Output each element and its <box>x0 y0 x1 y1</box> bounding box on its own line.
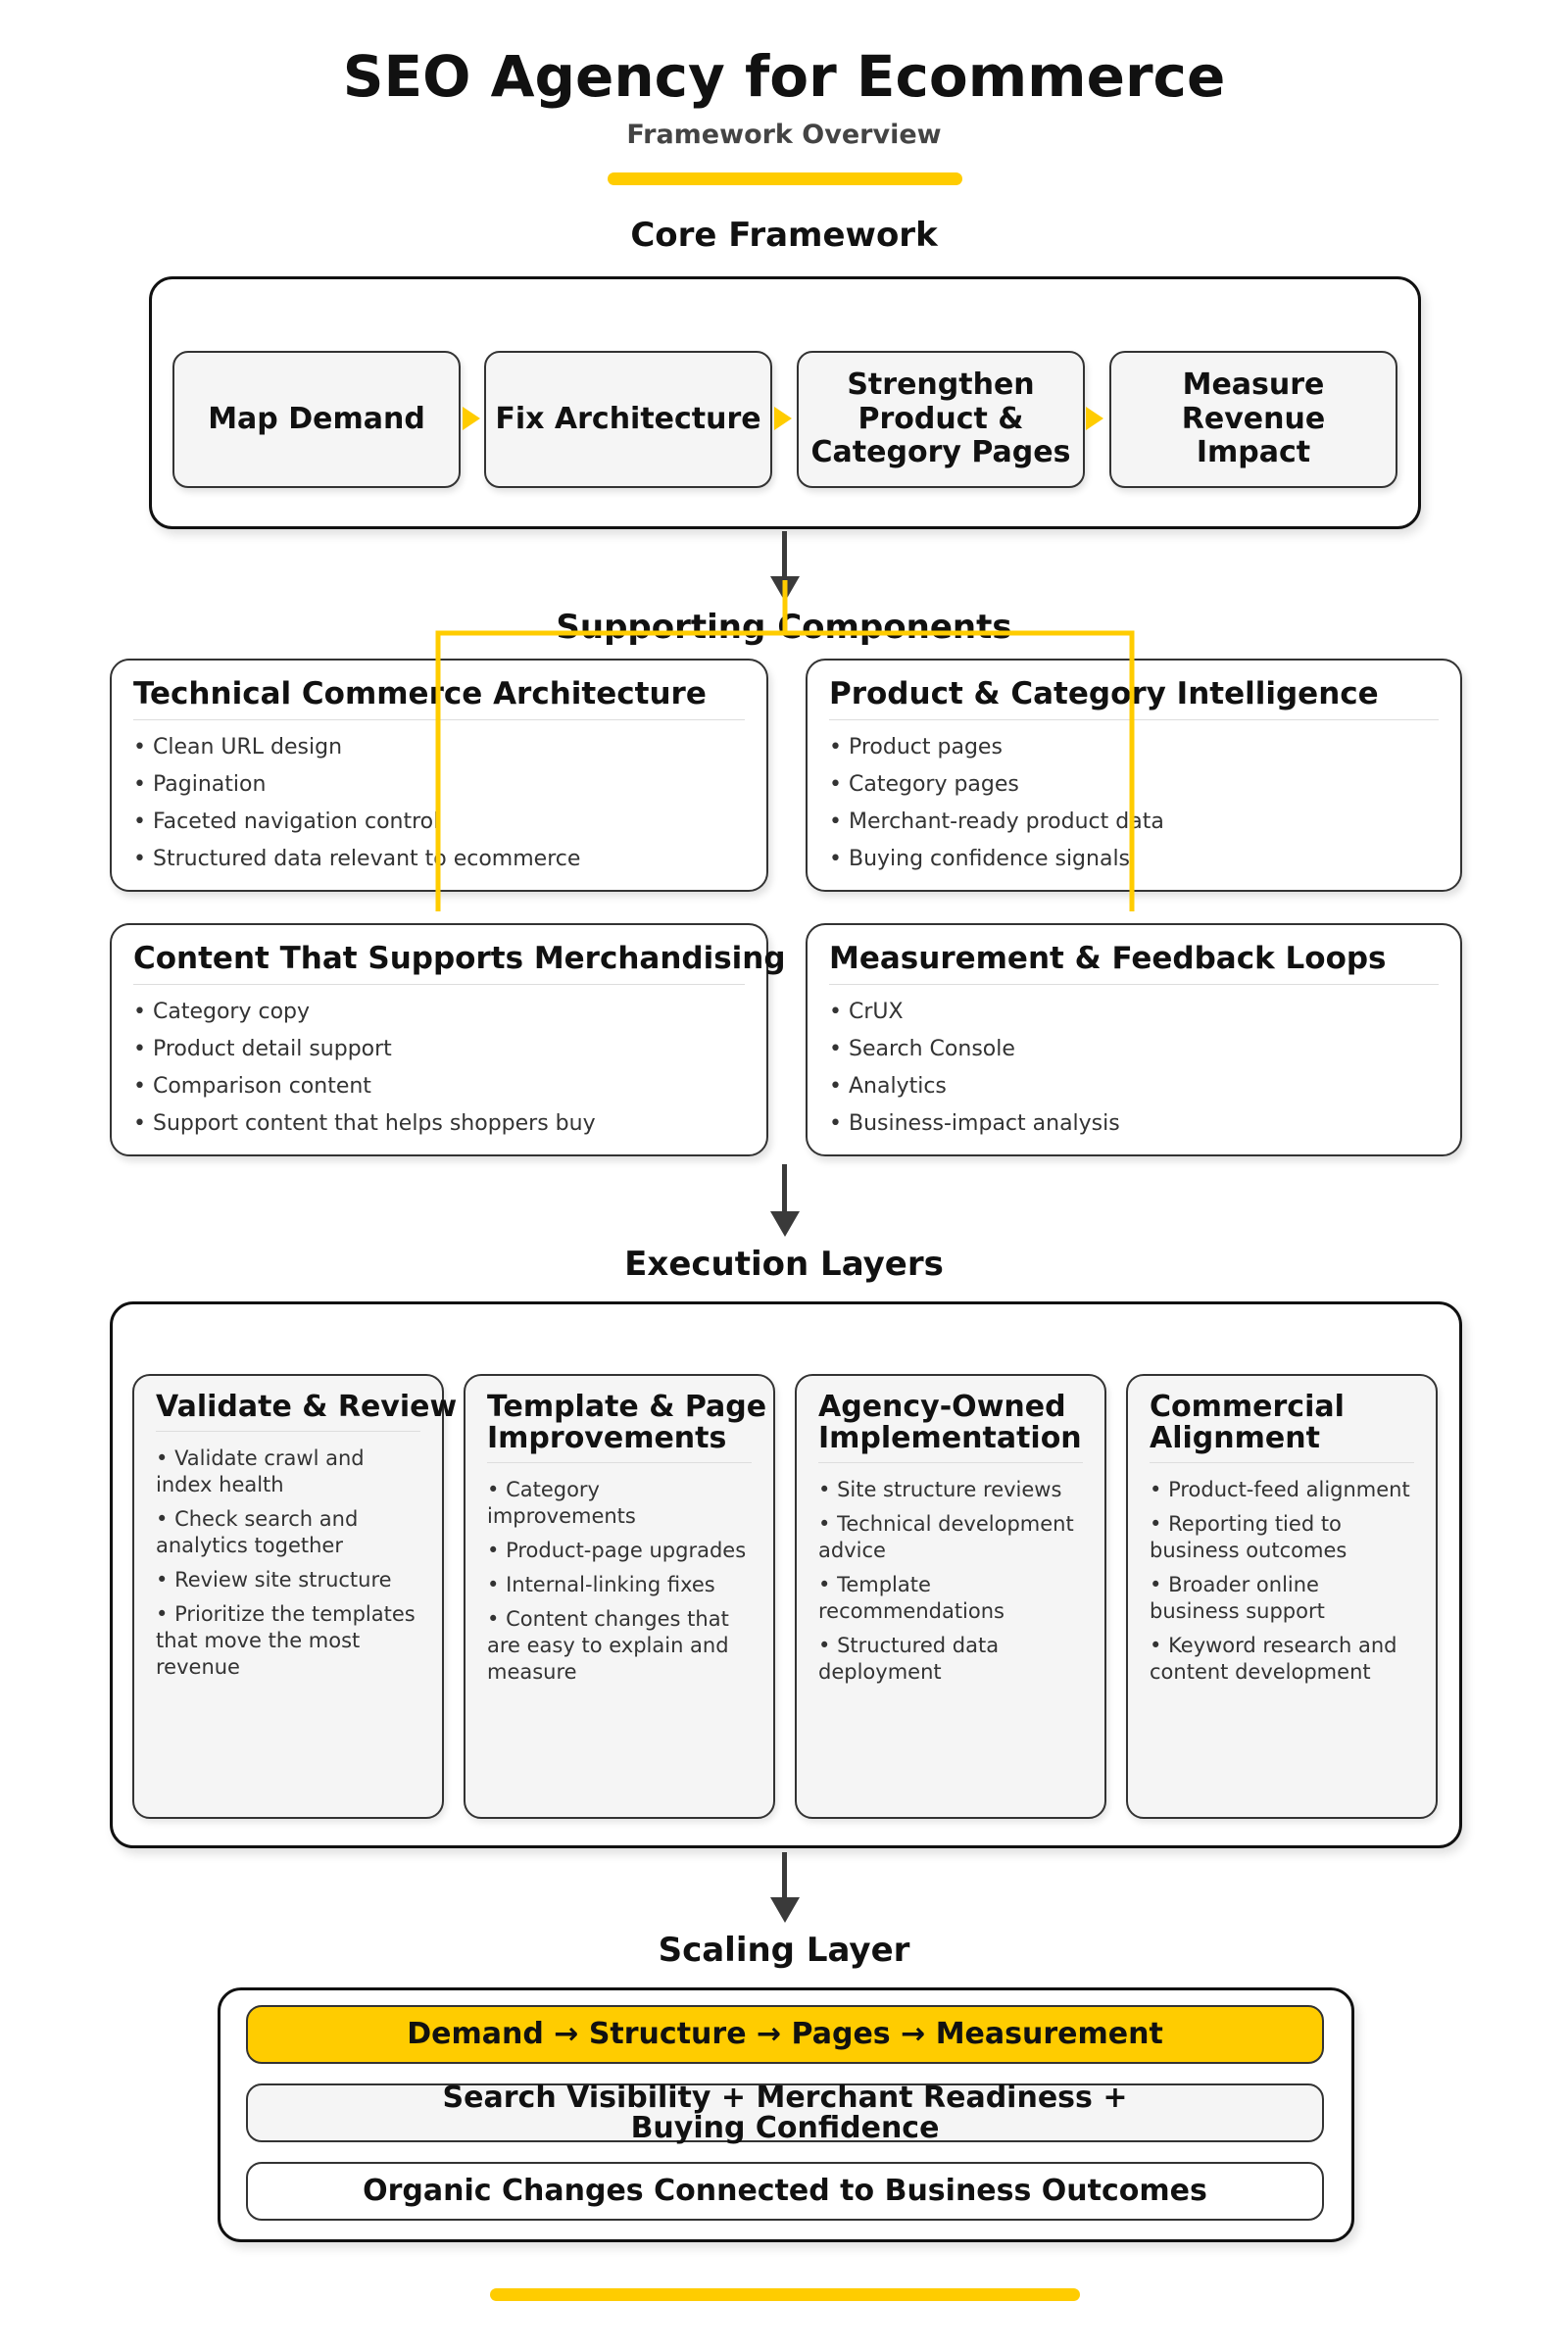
list-item: Product pages <box>829 734 1439 761</box>
list-item: Merchant-ready product data <box>829 808 1439 836</box>
list-item: Category copy <box>133 999 745 1026</box>
list-item: Structured data deployment <box>818 1633 1083 1686</box>
flow-arrow-icon <box>774 407 792 430</box>
list-item: Structured data relevant to ecommerce <box>133 846 745 873</box>
card-title: Product & Category Intelligence <box>829 676 1439 720</box>
step-map-demand: Map Demand <box>172 351 461 488</box>
list-item: Reporting tied to business outcomes <box>1150 1511 1414 1564</box>
execution-layers-title: Execution Layers <box>624 1245 944 1284</box>
card-title: Technical Commerce Architecture <box>133 676 745 720</box>
card-title: Content That Supports Merchandising <box>133 941 786 985</box>
card-title: Template & Page Improvements <box>487 1392 766 1463</box>
exec-card-commercial-alignment: Commercial Alignment Product-feed alignm… <box>1126 1374 1438 1819</box>
list-item: Prioritize the templates that move the m… <box>156 1601 420 1681</box>
step-measure-revenue: Measure Revenue Impact <box>1109 351 1397 488</box>
list-item: Comparison content <box>133 1073 745 1101</box>
connector-arrow-line <box>782 531 787 580</box>
step-strengthen-pages: Strengthen Product & Category Pages <box>797 351 1085 488</box>
list-item: Validate crawl and index health <box>156 1446 420 1498</box>
step-line: Map Demand <box>208 401 425 436</box>
connector-arrow-line <box>782 1164 787 1213</box>
list-item: Business-impact analysis <box>829 1110 1439 1138</box>
card-measurement-feedback: Measurement & Feedback Loops CrUX Search… <box>806 923 1462 1156</box>
list-item: Keyword research and content development <box>1150 1633 1414 1686</box>
list-item: Site structure reviews <box>818 1477 1083 1503</box>
card-title-text: Commercial Alignment <box>1150 1390 1345 1455</box>
list-item: Content changes that are easy to explain… <box>487 1606 752 1686</box>
list-item: Pagination <box>133 771 745 799</box>
card-title: Validate & Review <box>156 1392 457 1432</box>
list-item: Faceted navigation control <box>133 808 745 836</box>
list-item: Clean URL design <box>133 734 745 761</box>
step-line: Measure Revenue <box>1181 368 1326 436</box>
card-title-text: Agency-Owned Implementation <box>818 1390 1082 1455</box>
list-item: Product detail support <box>133 1036 745 1063</box>
page-subtitle: Framework Overview <box>626 120 942 150</box>
step-line: Category Pages <box>810 435 1071 470</box>
scaling-layer-title: Scaling Layer <box>658 1931 910 1970</box>
list-item: Analytics <box>829 1073 1439 1101</box>
title-underline <box>608 172 962 185</box>
down-arrow-icon <box>770 1897 800 1923</box>
list-item: CrUX <box>829 999 1439 1026</box>
exec-card-agency-implementation: Agency-Owned Implementation Site structu… <box>795 1374 1106 1819</box>
card-title: Agency-Owned Implementation <box>818 1392 1083 1463</box>
flow-arrow-icon <box>463 407 480 430</box>
card-technical-commerce-architecture: Technical Commerce Architecture Clean UR… <box>110 659 768 892</box>
list-item: Internal-linking fixes <box>487 1572 752 1598</box>
list-item: Support content that helps shoppers buy <box>133 1110 745 1138</box>
list-item: Product-feed alignment <box>1150 1477 1414 1503</box>
card-product-category-intelligence: Product & Category Intelligence Product … <box>806 659 1462 892</box>
exec-card-validate-review: Validate & Review Validate crawl and ind… <box>132 1374 457 1819</box>
card-title: Measurement & Feedback Loops <box>829 941 1439 985</box>
list-item: Review site structure <box>156 1567 420 1593</box>
core-framework-title: Core Framework <box>630 216 938 255</box>
card-title-text: Template & Page Improvements <box>487 1390 767 1455</box>
scaling-band-outcomes: Organic Changes Connected to Business Ou… <box>246 2162 1324 2221</box>
flow-arrow-icon <box>1086 407 1103 430</box>
list-item: Template recommendations <box>818 1572 1083 1625</box>
scaling-band-flow: Demand → Structure → Pages → Measurement <box>246 2005 1324 2064</box>
footer-bar <box>490 2288 1080 2301</box>
down-arrow-icon <box>770 1211 800 1237</box>
supporting-components-title: Supporting Components <box>556 608 1012 647</box>
list-item: Buying confidence signals <box>829 846 1439 873</box>
card-title: Commercial Alignment <box>1150 1392 1414 1463</box>
page-title: SEO Agency for Ecommerce <box>342 43 1226 110</box>
step-line: Fix Architecture <box>495 401 761 436</box>
step-line: Strengthen <box>847 368 1035 403</box>
step-line: Product & <box>858 401 1024 436</box>
exec-card-template-page: Template & Page Improvements Category im… <box>464 1374 775 1819</box>
scaling-band-visibility: Search Visibility + Merchant Readiness +… <box>246 2082 1324 2143</box>
list-item: Category improvements <box>487 1477 752 1530</box>
list-item: Category pages <box>829 771 1439 799</box>
connector-arrow-line <box>782 1852 787 1901</box>
list-item: Technical development advice <box>818 1511 1083 1564</box>
list-item: Product-page upgrades <box>487 1538 752 1564</box>
list-item: Broader online business support <box>1150 1572 1414 1625</box>
down-arrow-icon <box>770 576 800 602</box>
list-item: Check search and analytics together <box>156 1506 420 1559</box>
step-line: Impact <box>1196 435 1311 470</box>
step-fix-architecture: Fix Architecture <box>484 351 772 488</box>
list-item: Search Console <box>829 1036 1439 1063</box>
card-content-merchandising: Content That Supports Merchandising Cate… <box>110 923 786 1156</box>
